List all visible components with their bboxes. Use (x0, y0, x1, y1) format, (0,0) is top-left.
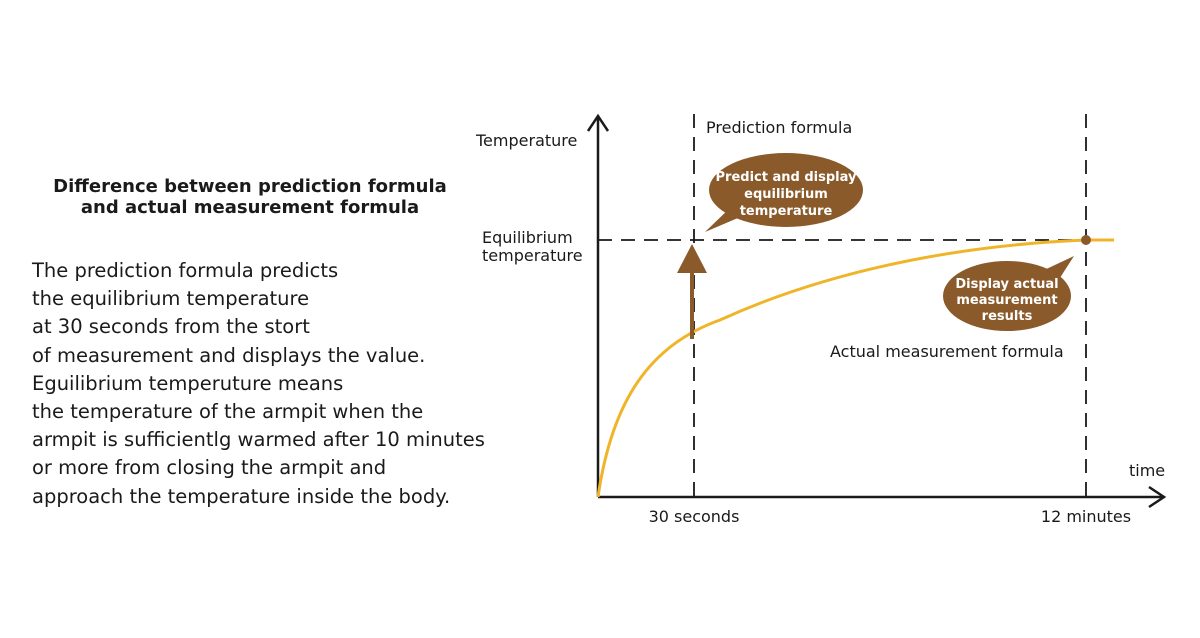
equilibrium-label-line: temperature (482, 246, 583, 265)
bubble-predict-line: Predict and display (716, 170, 857, 185)
bubble-predict: Predict and display equilibrium temperat… (705, 153, 863, 232)
x-tick-30-seconds: 30 seconds (649, 507, 740, 526)
bubble-predict-line: equilibrium (744, 187, 828, 202)
y-axis-label: Temperature (475, 131, 577, 150)
prediction-arrowhead (677, 244, 707, 273)
description: The prediction formula predicts the equi… (32, 257, 552, 511)
prediction-formula-label: Prediction formula (706, 118, 852, 137)
bubble-predict-line: temperature (740, 204, 833, 219)
equilibrium-label-line: Equilibrium (482, 228, 573, 247)
equilibrium-point (1081, 235, 1091, 245)
x-axis-label: time (1129, 461, 1165, 480)
bubble-actual-line: results (982, 309, 1033, 324)
bubble-actual: Display actual measurement results (943, 256, 1074, 331)
diagram-title: Difference between prediction formula an… (32, 176, 468, 218)
description-line: Eguilibrium temperuture means (32, 371, 344, 395)
description-line: armpit is sufficientlg warmed after 10 m… (32, 428, 485, 452)
y-axis-arrowhead (586, 113, 610, 132)
description-line: approach the temperature inside the body… (32, 484, 451, 508)
bubble-actual-line: measurement (956, 293, 1057, 308)
title-line-1: Difference between prediction formula (53, 176, 447, 197)
description-line: at 30 seconds from the stort (32, 315, 310, 339)
description-line: of measurement and displays the value. (32, 343, 426, 367)
description-line: the temperature of the armpit when the (32, 400, 424, 424)
x-tick-12-minutes: 12 minutes (1041, 507, 1131, 526)
actual-formula-label: Actual measurement formula (830, 342, 1064, 361)
description-line: the equilibrium temperature (32, 287, 310, 311)
x-axis-arrowhead (1148, 485, 1167, 509)
title-line-2: and actual measurement formula (80, 197, 420, 218)
temperature-curve (596, 238, 1114, 498)
description-line: or more from closing the armpit and (32, 456, 387, 480)
bubble-actual-line: Display actual (955, 277, 1058, 292)
description-line: The prediction formula predicts (32, 259, 339, 282)
